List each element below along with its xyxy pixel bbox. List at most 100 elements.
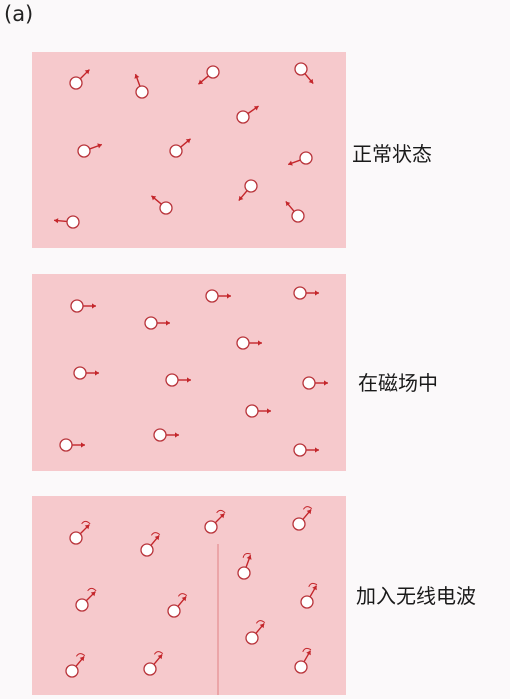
- spin-particle: [143, 662, 157, 676]
- spin-radio-4: [237, 553, 252, 580]
- spin-particle: [236, 110, 250, 124]
- spin-particle: [66, 215, 80, 229]
- precession-arc: [302, 506, 313, 510]
- panel-magnetic-field: [32, 274, 346, 471]
- panel-radio-wave: [32, 496, 346, 695]
- spin-particle: [300, 595, 314, 609]
- spin-arrow-head: [306, 509, 312, 515]
- caption-radio-wave: 加入无线电波: [356, 584, 476, 608]
- spin-arrow-head: [84, 69, 90, 75]
- spin-particle: [237, 566, 251, 580]
- precession-arc: [308, 582, 318, 588]
- spin-particle: [65, 664, 79, 678]
- spin-arrow-head: [157, 654, 163, 660]
- precession-arc: [216, 509, 226, 514]
- precession-arc: [150, 532, 161, 536]
- spins-normal-state: [54, 62, 314, 229]
- spin-field-0: [70, 299, 96, 313]
- spin-particle: [70, 299, 84, 313]
- panel-normal-state: [32, 52, 346, 248]
- figure-label: (a): [4, 2, 34, 26]
- spin-arrow-head: [288, 160, 293, 166]
- spin-field-10: [153, 428, 179, 442]
- spin-normal-7: [287, 151, 313, 166]
- spin-field-4: [236, 336, 262, 350]
- spin-arrow-head: [175, 432, 179, 438]
- spin-particle: [153, 428, 167, 442]
- precession-arc: [242, 553, 252, 558]
- spin-normal-4: [236, 105, 259, 124]
- spin-particle: [140, 543, 154, 557]
- spin-radio-8: [245, 620, 266, 645]
- spin-normal-0: [69, 69, 90, 90]
- spin-arrow-head: [227, 293, 231, 299]
- spin-arrow-head: [306, 650, 311, 656]
- spin-particle: [244, 179, 258, 193]
- spin-particle: [159, 201, 173, 215]
- spin-particle: [69, 76, 83, 90]
- spins-radio-wave: [65, 506, 318, 695]
- spin-radio-2: [204, 509, 226, 534]
- spin-radio-6: [167, 593, 188, 618]
- spin-normal-8: [238, 179, 258, 202]
- spin-arrow-head: [253, 106, 259, 111]
- spin-arrow-head: [95, 370, 99, 376]
- spin-particle: [293, 443, 307, 457]
- spin-arrow-head: [187, 377, 191, 383]
- spin-arrow-head: [84, 524, 90, 530]
- spin-particle: [245, 631, 259, 645]
- spin-particle: [169, 144, 183, 158]
- spin-particle: [75, 598, 89, 612]
- spin-normal-2: [197, 65, 220, 85]
- spin-arrow-head: [312, 585, 317, 591]
- spin-radio-3: [292, 506, 313, 531]
- spin-field-2: [205, 289, 231, 303]
- spin-radio-7: [300, 582, 318, 609]
- spin-arrow-head: [90, 591, 96, 597]
- spin-field-9: [59, 438, 85, 452]
- spin-radio-0: [69, 520, 91, 545]
- spin-arrow-head: [238, 195, 244, 201]
- spin-particle: [293, 286, 307, 300]
- precession-arc: [302, 647, 312, 653]
- spin-arrow-head: [181, 596, 187, 602]
- precession-arc: [153, 651, 164, 655]
- spin-arrow-head: [246, 555, 252, 560]
- spin-radio-9: [65, 653, 86, 678]
- spin-arrow-head: [308, 78, 314, 84]
- spin-normal-5: [77, 143, 103, 158]
- spin-arrow-head: [198, 79, 204, 85]
- precession-arc: [87, 587, 97, 592]
- spin-particle: [77, 144, 91, 158]
- spin-arrow-head: [259, 623, 265, 629]
- spin-arrow-head: [219, 513, 225, 519]
- spin-field-1: [144, 316, 170, 330]
- spin-particle: [294, 660, 308, 674]
- spin-particle: [302, 376, 316, 390]
- spin-arrow-head: [97, 143, 102, 149]
- precession-arc: [255, 620, 266, 624]
- spin-field-8: [245, 404, 271, 418]
- spin-normal-6: [169, 138, 192, 158]
- precession-arc: [81, 520, 91, 525]
- spin-particle: [292, 517, 306, 531]
- spin-particle: [206, 65, 220, 79]
- spin-particle: [245, 404, 259, 418]
- spin-normal-9: [54, 215, 80, 229]
- spin-arrow-head: [185, 138, 191, 144]
- spins-magnetic-field: [59, 286, 328, 457]
- spin-field-5: [73, 366, 99, 380]
- spin-particle: [204, 520, 218, 534]
- spin-arrow-head: [54, 218, 59, 224]
- spin-particle: [205, 289, 219, 303]
- spin-radio-10: [143, 651, 164, 676]
- precession-arc: [177, 593, 188, 597]
- spin-particle: [144, 316, 158, 330]
- spin-arrow-head: [151, 195, 157, 201]
- caption-magnetic-field: 在磁场中: [358, 371, 438, 395]
- precession-arc: [75, 653, 86, 657]
- spin-field-11: [293, 443, 319, 457]
- spin-particle: [165, 373, 179, 387]
- spin-arrow-head: [166, 320, 170, 326]
- spin-arrow-head: [315, 447, 319, 453]
